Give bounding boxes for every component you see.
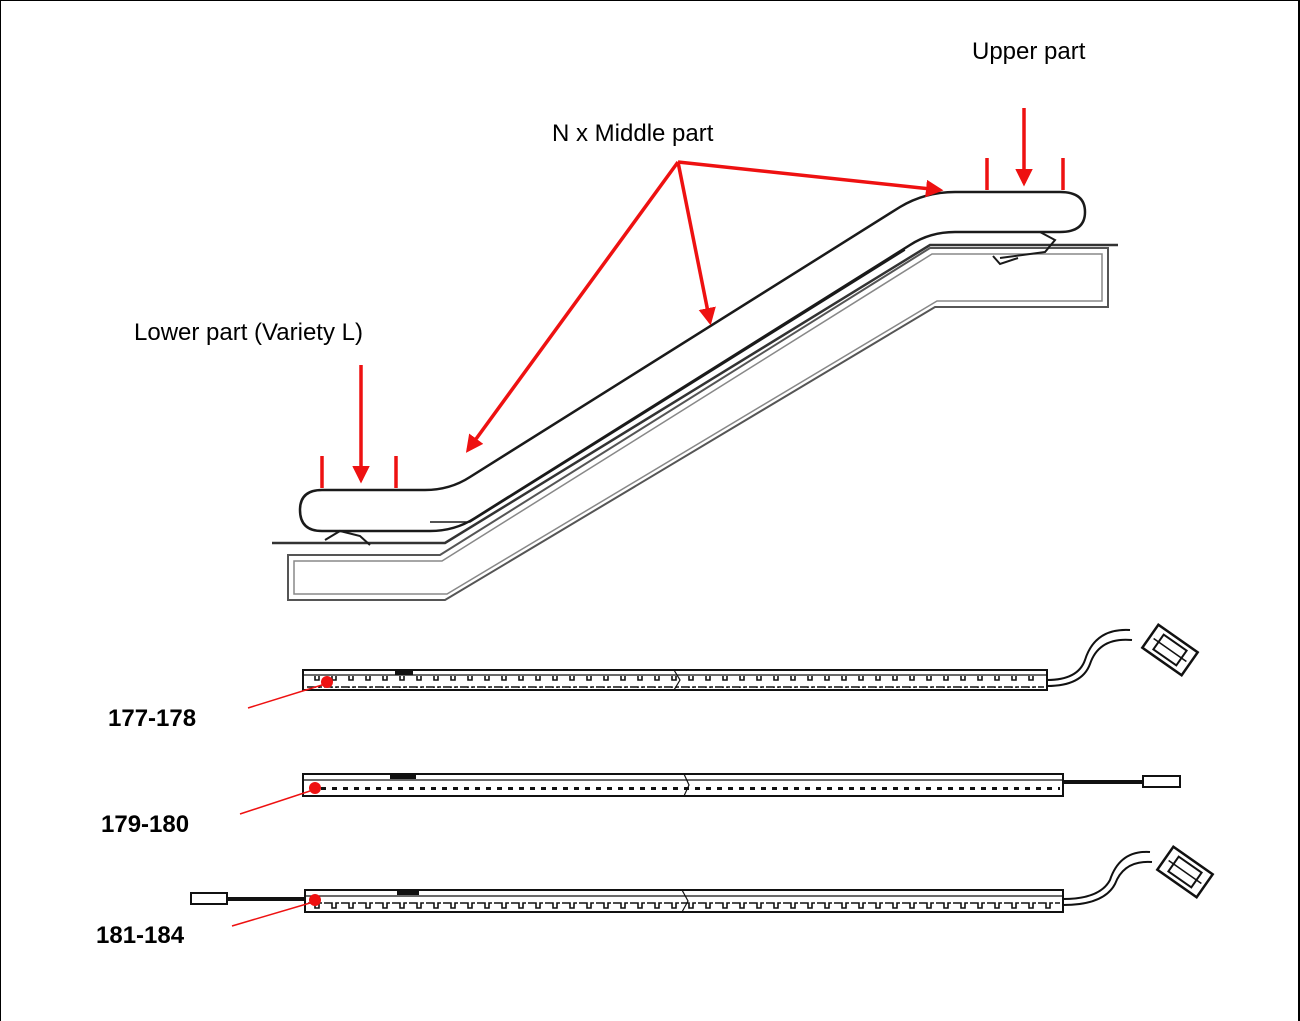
- upper-part-label: Upper part: [972, 38, 1086, 65]
- escalator-truss: [272, 243, 1118, 601]
- lower-part-label: Lower part (Variety L): [134, 319, 363, 346]
- connector-pin-icon: [190, 892, 228, 905]
- middle-part-label: N x Middle part: [552, 120, 714, 147]
- connector-plug-icon: [1155, 845, 1215, 899]
- leader-177-178: [247, 684, 323, 709]
- connector-plug-icon: [1140, 623, 1200, 677]
- leader-179-180: [239, 790, 311, 815]
- lower-part-marker: [320, 365, 398, 488]
- strip-number-177-178: 177-178: [108, 705, 197, 732]
- escalator-handrail: [298, 190, 1087, 546]
- led-strip-177-178: [302, 623, 1200, 691]
- leader-181-184: [231, 902, 311, 927]
- strip-start-dot: [321, 676, 333, 688]
- strip-start-dot: [309, 894, 321, 906]
- strip-number-179-180: 179-180: [101, 811, 190, 838]
- strip-start-dot: [309, 782, 321, 794]
- led-strip-179-180: [302, 773, 1181, 797]
- upper-part-marker: [985, 108, 1065, 190]
- led-strip-181-184: [190, 845, 1215, 913]
- strip-number-181-184: 181-184: [96, 922, 185, 949]
- connector-pin-icon: [1142, 775, 1181, 788]
- middle-part-arrows: [465, 160, 944, 453]
